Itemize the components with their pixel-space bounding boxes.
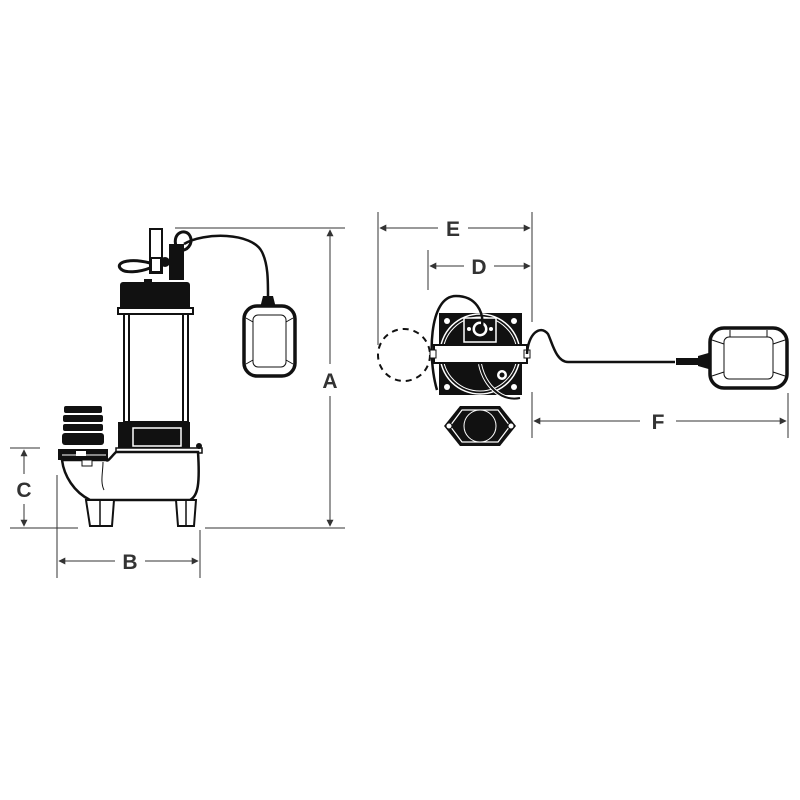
dimension-f: F — [531, 392, 789, 438]
dimension-b: B — [56, 475, 201, 578]
pump-feet — [84, 499, 198, 527]
volute-base — [60, 450, 200, 502]
pump-handle — [117, 228, 170, 274]
discharge-flange-top — [444, 406, 516, 446]
dimension-label-d: D — [471, 256, 486, 279]
side-elevation-view: A C B — [10, 227, 345, 578]
float-switch-top — [708, 326, 789, 390]
dimension-label-c: C — [16, 479, 31, 502]
dimension-e: E — [377, 212, 533, 345]
top-plan-view: E D F — [377, 212, 789, 446]
motor-housing — [123, 313, 189, 423]
float-switch-side — [242, 304, 297, 378]
dimension-a: A — [175, 227, 345, 529]
handle-bar-top — [433, 344, 528, 364]
dimension-label-f: F — [652, 411, 665, 434]
motor-cap — [120, 282, 190, 310]
dimension-label-b: B — [122, 551, 137, 574]
dimension-label-e: E — [446, 218, 460, 241]
dimension-label-a: A — [322, 370, 337, 393]
cord-gland — [169, 230, 193, 280]
dimension-d: D — [427, 250, 531, 290]
float-cable-top — [525, 328, 675, 364]
dimension-c: C — [10, 447, 78, 529]
discharge-fitting — [58, 406, 108, 460]
float-cable — [183, 234, 270, 297]
discharge-outline-dashed — [377, 328, 431, 382]
